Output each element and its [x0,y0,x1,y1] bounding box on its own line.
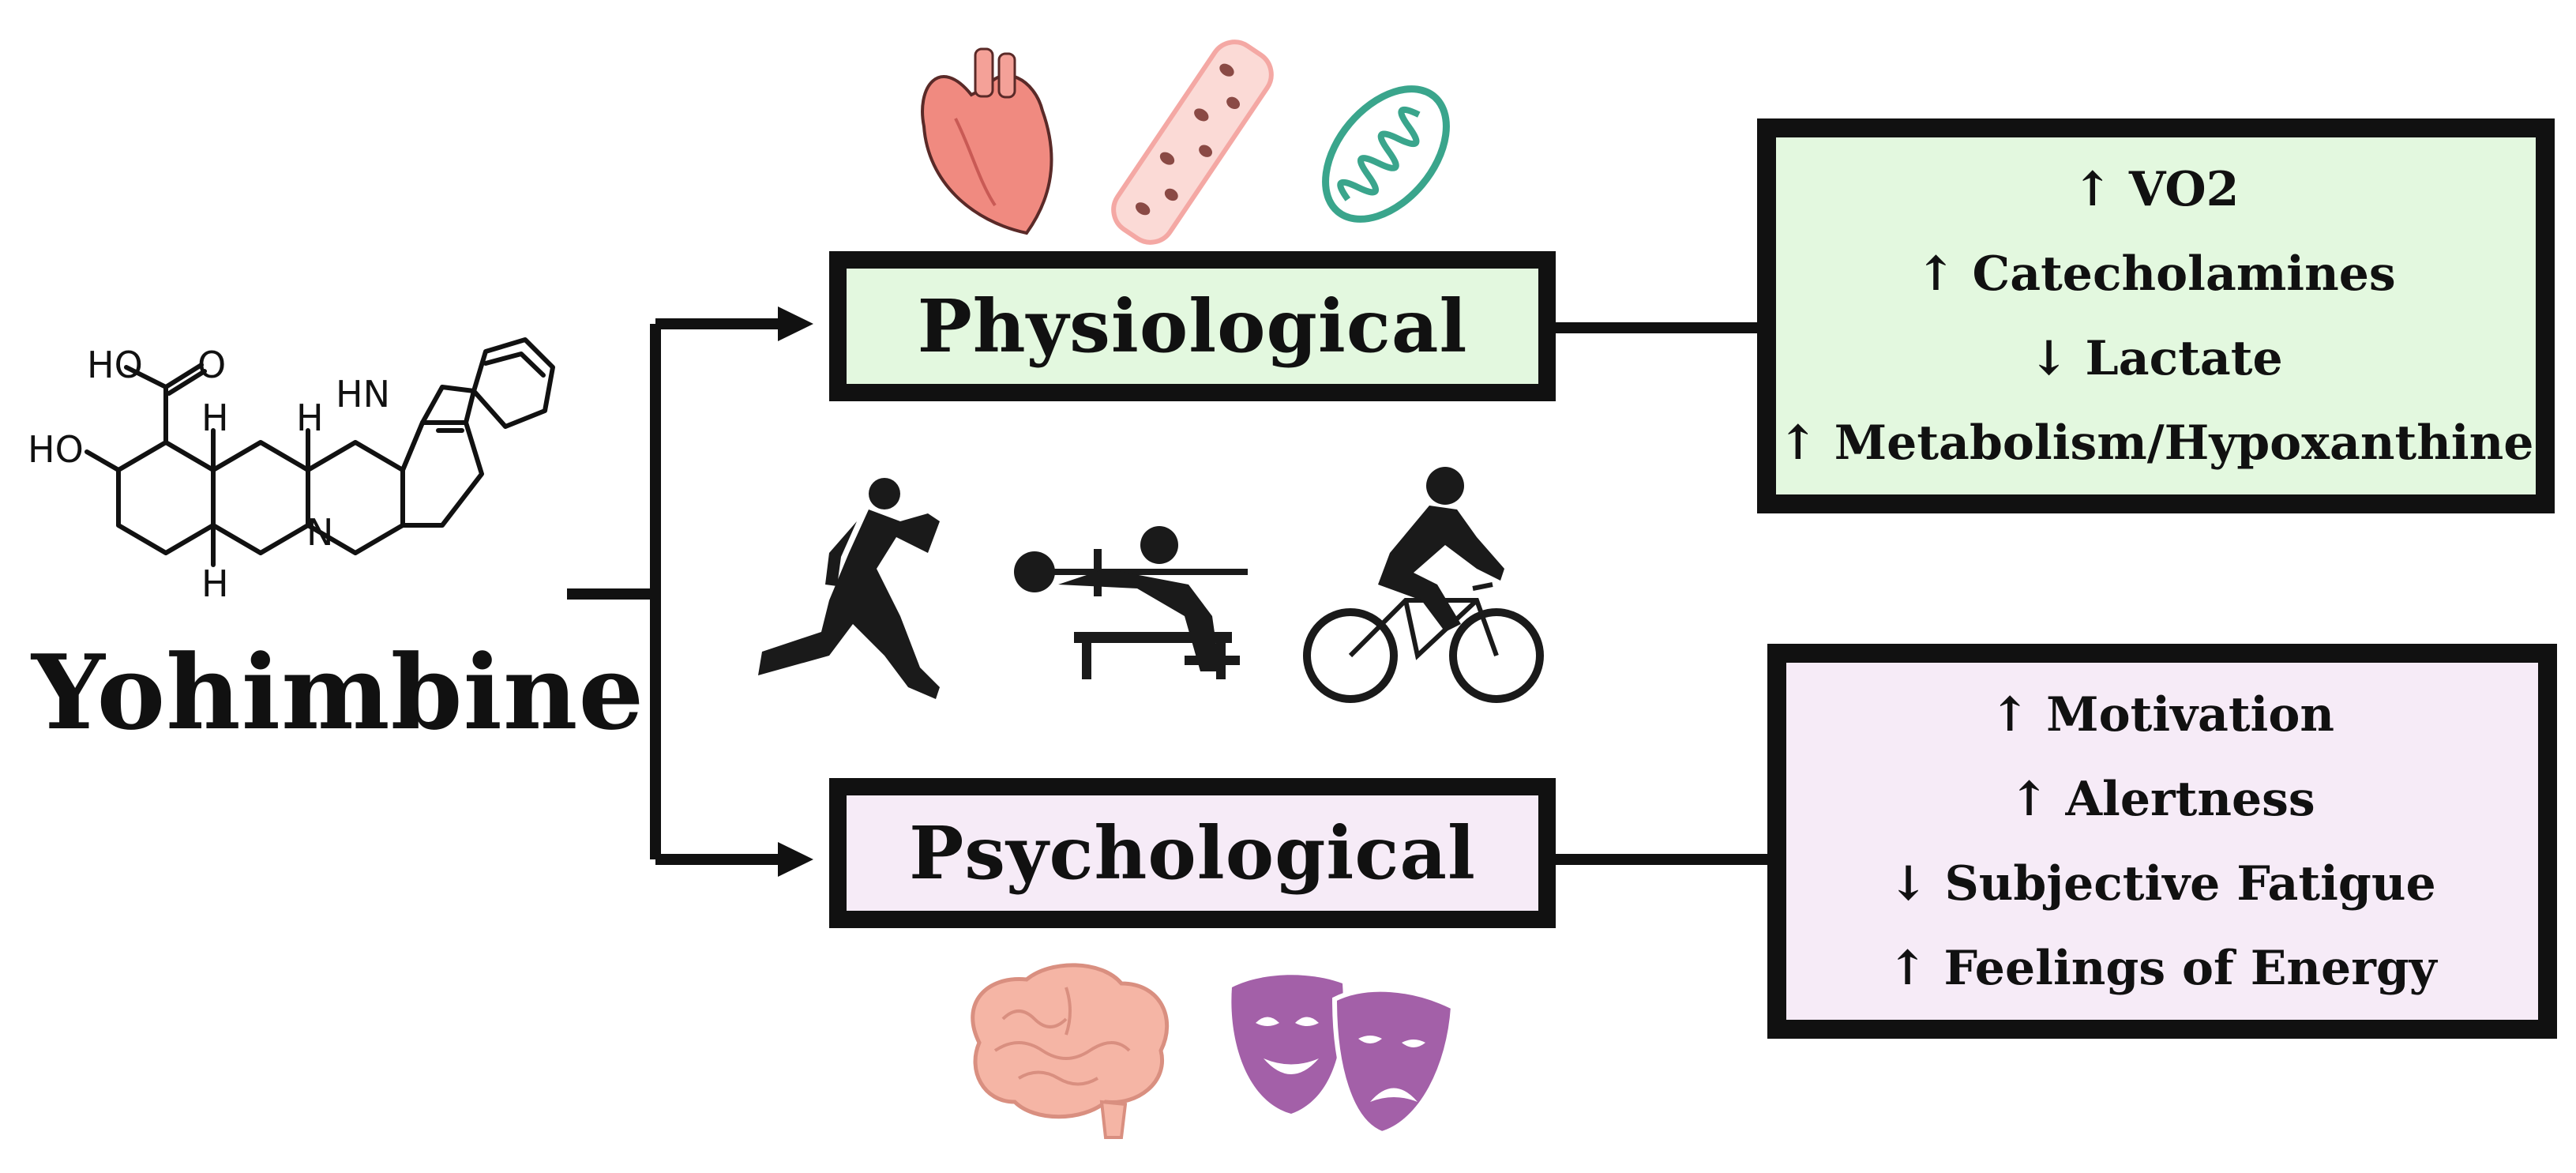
effect-lactate: ↓ Lactate [2029,330,2283,386]
effect-metabolism: ↑ Metabolism/Hypoxanthine [1778,415,2534,471]
psychological-label: Psychological [909,810,1476,896]
atom-labels: HO O HO HN N H H H [28,344,390,605]
amine-n-label: N [306,511,333,554]
physiological-box: Physiological [829,251,1556,401]
flow-connectors [567,318,1773,865]
heart-icon [921,47,1053,235]
physiological-label: Physiological [917,284,1468,369]
yohimbine-structure [84,337,555,567]
effect-motivation: ↑ Motivation [1990,686,2334,743]
h1-label: H [201,397,229,439]
physiological-effects-box: ↑ VO2 ↑ Catecholamines ↓ Lactate ↑ Metab… [1757,118,2555,513]
arrow-physiological [778,306,813,341]
runner-icon [758,478,940,699]
theater-masks-icon [1231,975,1456,1137]
acid-o-label: O [197,344,226,386]
bench-press-icon [1014,526,1248,679]
acid-ho-label: HO [87,344,143,386]
effect-vo2: ↑ VO2 [2072,161,2240,217]
h2-label: H [201,562,229,605]
blood-vessel-icon [1111,39,1274,245]
effect-catecholamines: ↑ Catecholamines [1916,246,2396,302]
effect-subjective-fatigue: ↓ Subjective Fatigue [1888,855,2436,912]
effect-feelings-of-energy: ↑ Feelings of Energy [1887,940,2437,996]
psychological-effects-box: ↑ Motivation ↑ Alertness ↓ Subjective Fa… [1767,644,2557,1039]
hydroxyl-ho-label: HO [28,428,84,471]
arrowheads [778,306,813,877]
h3-label: H [296,397,324,439]
compound-name: Yohimbine [32,632,645,753]
indole-hn-label: HN [336,373,390,415]
effect-alertness: ↑ Alertness [2009,771,2315,827]
mitochondria-icon [1322,85,1450,223]
arrow-psychological [778,842,813,877]
brain-icon [971,963,1170,1139]
cyclist-icon [1303,467,1544,703]
psychological-box: Psychological [829,778,1556,928]
